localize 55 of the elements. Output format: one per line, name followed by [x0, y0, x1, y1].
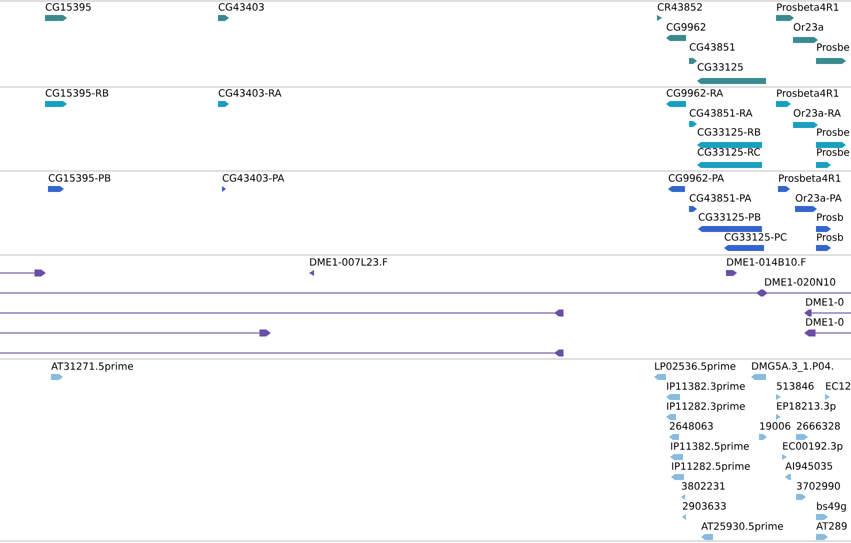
feature-label: Prosbe [817, 128, 850, 136]
feature-label: CG9962-PA [668, 174, 724, 182]
feature-label: Prosb [817, 233, 843, 241]
feature-label: Or23a-PA [796, 194, 842, 202]
feature-label: CG33125-RB [698, 128, 760, 136]
feature-label: CG43403-RA [218, 89, 282, 97]
feature-label: IP11382.3prime [667, 382, 745, 392]
feature-label: CG33125 [698, 63, 743, 71]
feature-label: CG43851-PA [690, 194, 752, 202]
feature-label: CG43851-RA [690, 109, 752, 117]
feature-label: DME1-0 [806, 318, 844, 326]
feature-label: CG33125-PB [698, 213, 760, 221]
feature-label: EC00192.3p [783, 442, 842, 452]
feature-label: 2648063 [670, 422, 713, 430]
feature-label: CG9962-RA [666, 89, 724, 97]
feature-label: DMG5A.3_1.P04. [752, 362, 833, 372]
feature-label: CG15395-PB [48, 174, 110, 182]
feature-label: CG43851 [690, 43, 735, 51]
feature-label: EC12 [826, 382, 850, 390]
feature-label: Or23a-RA [794, 109, 841, 117]
feature-label: CG9962 [666, 23, 706, 31]
feature-label: AT289 [816, 522, 847, 530]
feature-label: 19006 [760, 422, 790, 430]
feature-label: Prosbe [817, 43, 850, 51]
feature-label: DME1-0 [806, 298, 844, 306]
feature-label: IP11282.3prime [667, 402, 745, 412]
feature-label: Prosbeta4R1 [777, 3, 838, 11]
feature-label: 2666328 [796, 422, 840, 430]
feature-label: LP02536.5prime [655, 362, 736, 372]
feature-label: IP11282.5prime [672, 462, 750, 472]
feature-label: CG33125-PC [724, 233, 787, 241]
feature-label: bs49g [817, 502, 846, 512]
feature-label: CG43403-PA [222, 174, 284, 182]
feature-label: 3802231 [682, 482, 725, 490]
feature-label: CG15395 [46, 3, 91, 11]
feature-label: AI945035 [785, 462, 832, 470]
feature-label: EP18213.3p [777, 402, 836, 412]
feature-label: CG15395-RB [46, 89, 108, 97]
feature-label: 513846 [776, 382, 814, 390]
feature-label: 3702990 [796, 482, 840, 490]
feature-label: IP11382.5prime [671, 442, 749, 452]
feature-label: Prosbeta4R1 [779, 174, 840, 182]
feature-label: Prosbeta4R1 [777, 89, 838, 97]
feature-label: AT25930.5prime [701, 522, 784, 532]
feature-label: CR43852 [658, 3, 702, 11]
feature-label: DME1-020N10 [765, 278, 836, 286]
feature-label: Prosb [817, 213, 843, 221]
feature-label: CG33125-RC [698, 148, 760, 156]
feature-label: DME1-014B10.F [727, 258, 806, 266]
feature-label: DME1-007L23.F [310, 258, 388, 266]
feature-label: Prosbe [817, 148, 850, 156]
feature-label: Or23a [794, 23, 823, 31]
feature-label: 2903633 [682, 502, 726, 510]
feature-label: AT31271.5prime [51, 362, 134, 372]
feature-label: CG43403 [218, 3, 264, 11]
